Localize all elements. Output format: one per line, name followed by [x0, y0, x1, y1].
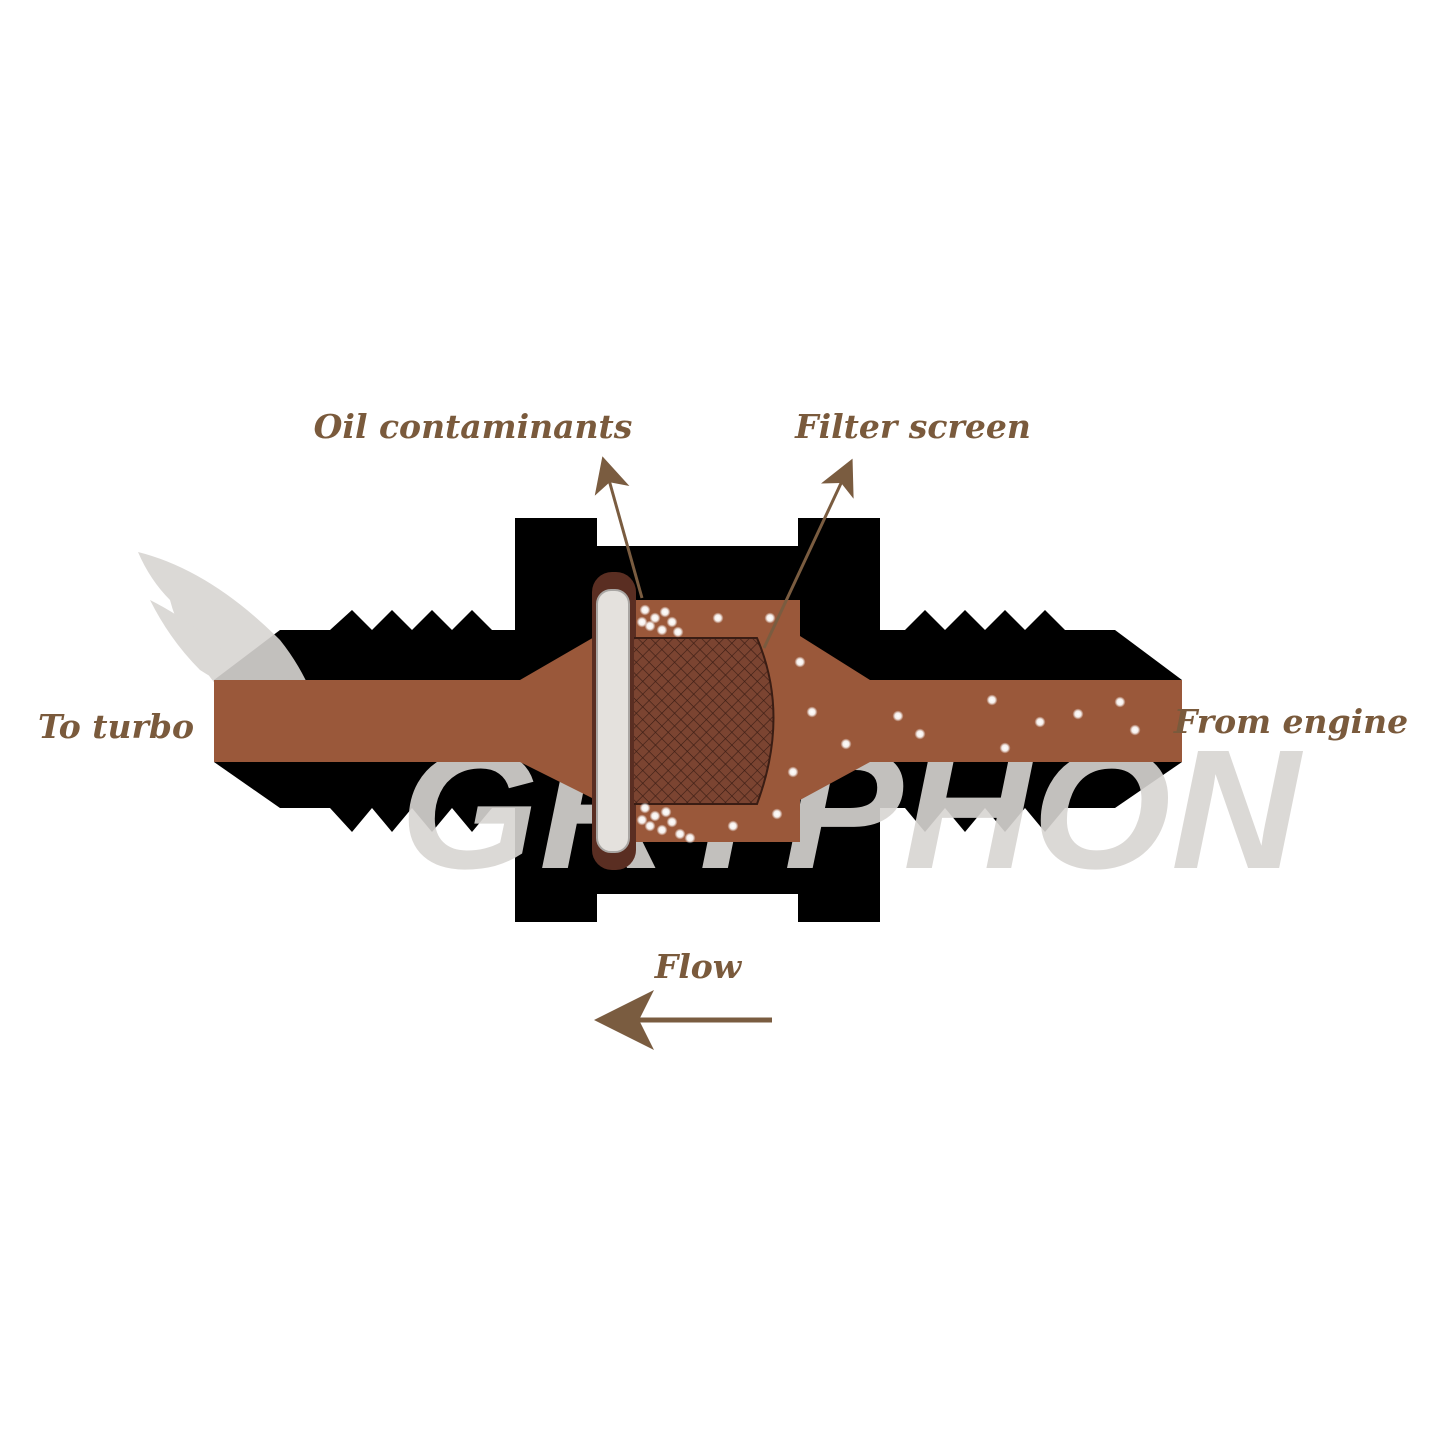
- contaminant-dot: [666, 616, 678, 628]
- contaminant-dot: [659, 606, 671, 618]
- contaminant-dot: [712, 612, 724, 624]
- contaminant-dot: [727, 820, 739, 832]
- contaminant-dot: [684, 832, 696, 844]
- contaminant-dot: [644, 820, 656, 832]
- contaminant-dot: [656, 824, 668, 836]
- contaminant-dot: [1129, 724, 1141, 736]
- contaminant-dot: [649, 612, 661, 624]
- oil-contaminant-particles: [636, 604, 1141, 844]
- contaminant-dot: [1114, 696, 1126, 708]
- contaminant-dot: [771, 808, 783, 820]
- contaminant-dot: [999, 742, 1011, 754]
- flow-label: Flow: [654, 947, 743, 986]
- contaminant-dot: [649, 810, 661, 822]
- filter-screen-mesh: [634, 637, 775, 805]
- contaminant-dot: [1072, 708, 1084, 720]
- contaminant-dot: [666, 816, 678, 828]
- contaminant-dot: [787, 766, 799, 778]
- contaminant-dot: [794, 656, 806, 668]
- contaminant-dot: [1034, 716, 1046, 728]
- contaminant-dot: [639, 802, 651, 814]
- seal-washer: [596, 589, 630, 853]
- contaminant-dot: [986, 694, 998, 706]
- contaminant-dot: [656, 624, 668, 636]
- contaminant-dot: [840, 738, 852, 750]
- contaminant-dot: [764, 612, 776, 624]
- filter-screen-label: Filter screen: [794, 407, 1031, 446]
- contaminant-dot: [892, 710, 904, 722]
- to-turbo-label: To turbo: [38, 707, 194, 746]
- oil-contaminants-label: Oil contaminants: [314, 407, 633, 446]
- from-engine-label: From engine: [1173, 702, 1408, 741]
- contaminant-dot: [636, 814, 648, 826]
- contaminant-dot: [660, 806, 672, 818]
- contaminant-dot: [914, 728, 926, 740]
- contaminant-dot: [806, 706, 818, 718]
- contaminant-dot: [672, 626, 684, 638]
- oil-contaminants-arrow: [594, 456, 644, 599]
- contaminant-dot: [674, 828, 686, 840]
- filter-screen-arrow: [762, 458, 854, 649]
- contaminant-dot: [636, 616, 648, 628]
- contaminant-dot: [639, 604, 651, 616]
